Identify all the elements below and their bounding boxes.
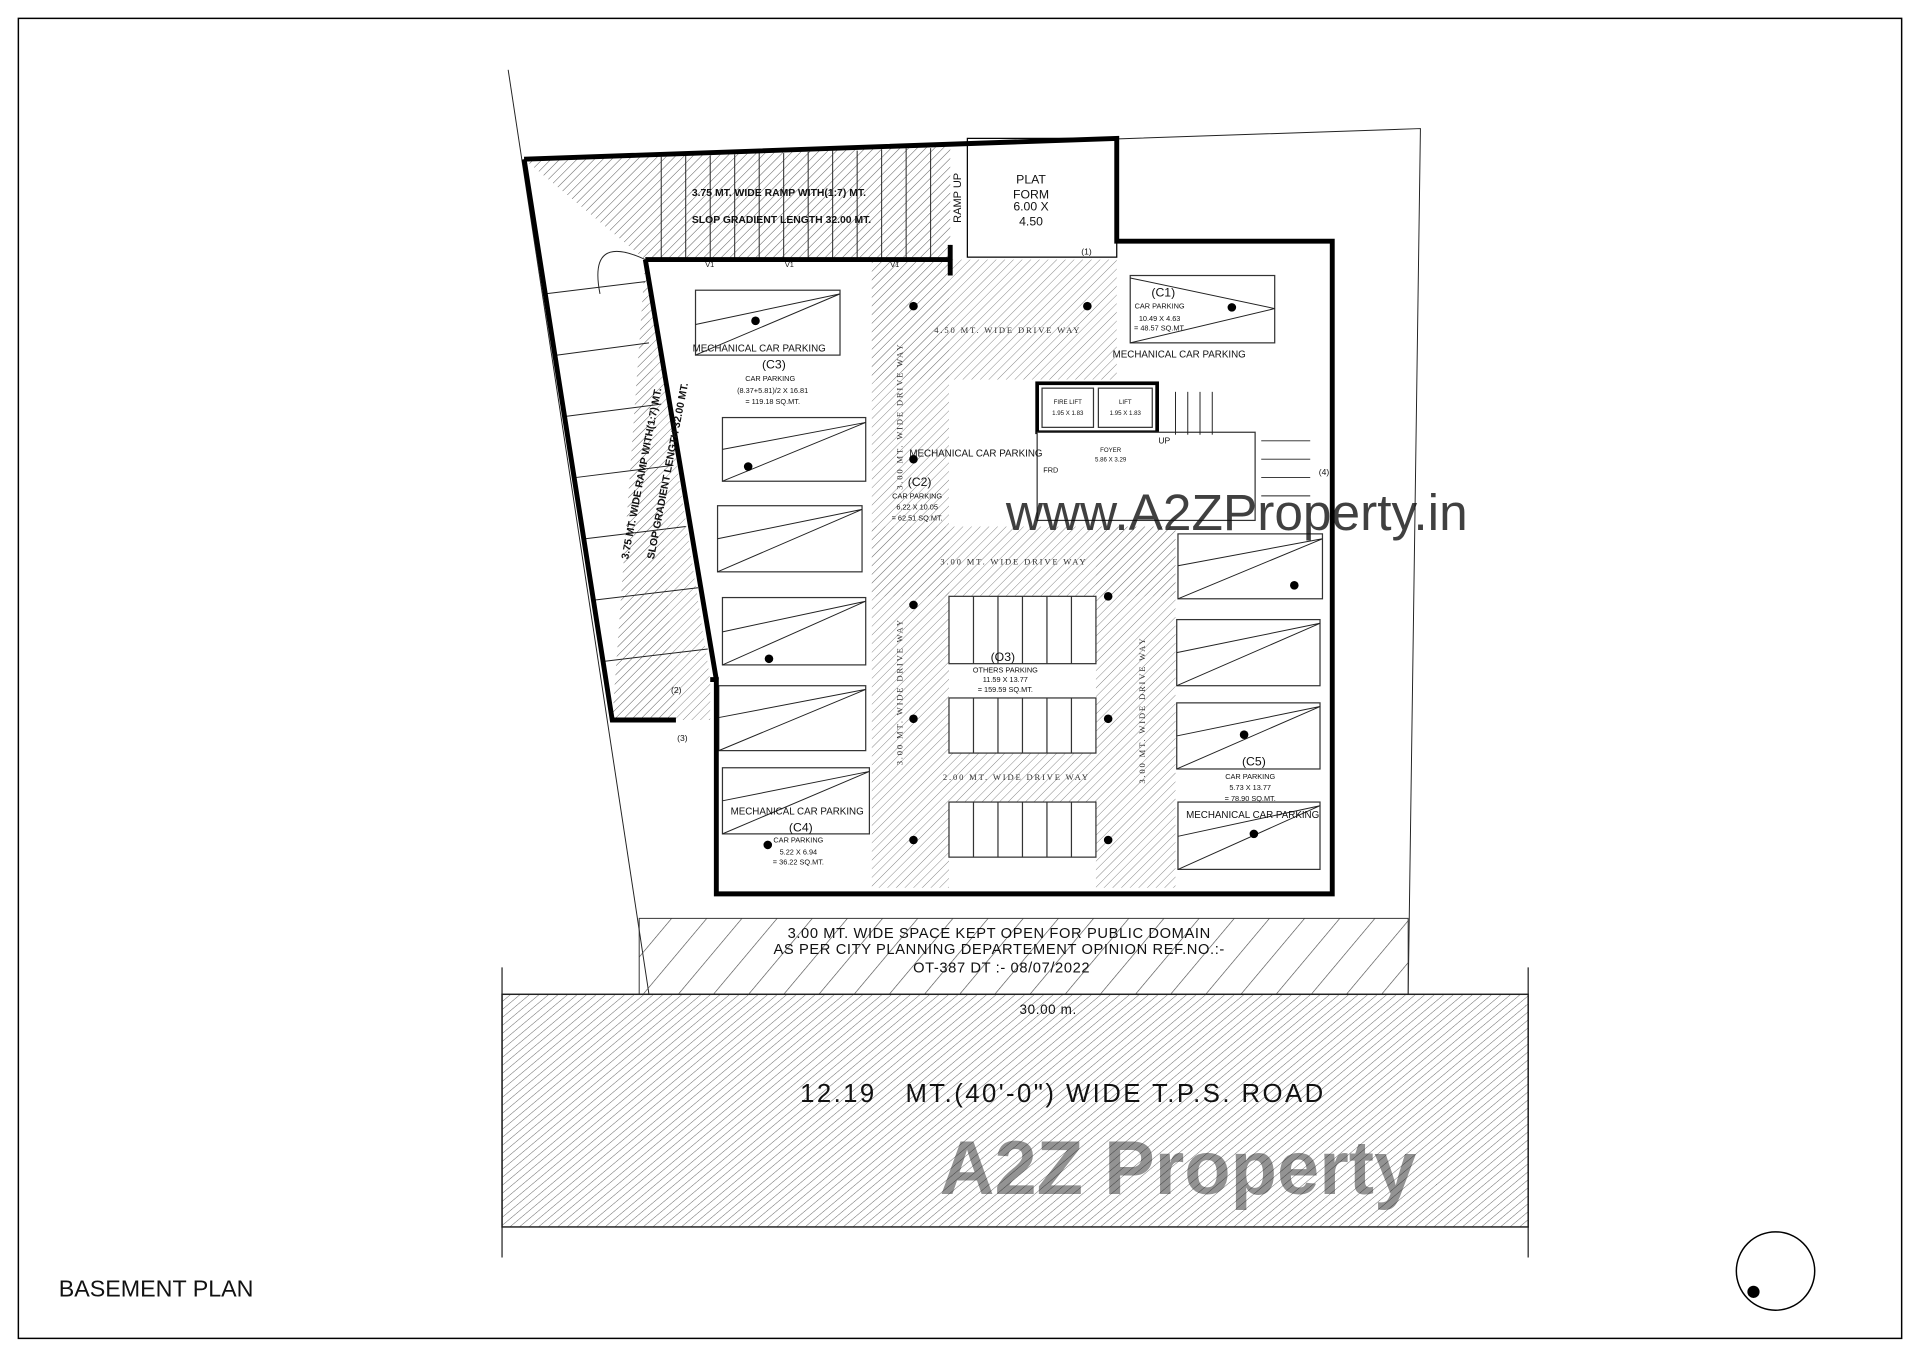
ramp-top-line2: SLOP GRADIENT LENGTH 32.00 MT. xyxy=(692,215,871,226)
driveway-middle-label: 3.00 MT. WIDE DRIVE WAY xyxy=(940,556,1087,566)
watermark-logo: A2Z Property xyxy=(940,1126,1417,1211)
foyer-dims: 5.86 X 3.29 xyxy=(1095,457,1127,464)
mech-parking-label: MECHANICAL CAR PARKING xyxy=(1113,350,1246,361)
c3-label: CAR PARKING xyxy=(745,374,795,383)
c1-area: = 48.57 SQ.MT. xyxy=(1134,324,1185,333)
c2-area: = 62.51 SQ.MT. xyxy=(892,513,943,522)
ramp-up-label: RAMP UP xyxy=(952,173,964,223)
page-title: BASEMENT PLAN xyxy=(59,1276,254,1302)
v1-label: V1 xyxy=(705,260,714,269)
driveway-center xyxy=(948,753,1096,803)
foyer-label: FOYER xyxy=(1100,447,1122,454)
c1-dims: 10.49 X 4.63 xyxy=(1139,314,1181,323)
frontage-dimension: 30.00 m. xyxy=(1020,1002,1077,1017)
watermark-url: www.A2ZProperty.in xyxy=(1005,483,1468,541)
public-domain-line2: AS PER CITY PLANNING DEPARTEMENT OPINION… xyxy=(773,942,1224,958)
stair-up-label: UP xyxy=(1158,435,1170,445)
building-walls xyxy=(521,135,1335,897)
fire-lift-label: FIRE LIFT xyxy=(1054,399,1082,406)
north-arrow-icon xyxy=(1735,1231,1816,1311)
platform-line1: PLAT xyxy=(1016,173,1046,187)
platform-line4: 4.50 xyxy=(1019,214,1043,228)
driveway-top-label: 4.50 MT. WIDE DRIVE WAY xyxy=(934,325,1081,335)
driveway-center-label: 2.00 MT. WIDE DRIVE WAY xyxy=(943,772,1090,782)
columns xyxy=(743,301,1299,850)
o3-area: = 159.59 SQ.MT. xyxy=(978,685,1033,694)
v1-label: V1 xyxy=(890,260,899,269)
marker-2: (2) xyxy=(671,685,682,695)
c5-dims: 5.73 X 13.77 xyxy=(1229,783,1271,792)
platform-line2: FORM xyxy=(1013,187,1049,201)
c3-dims: (8.37+5.81)/2 X 16.81 xyxy=(737,386,808,395)
c2-label: CAR PARKING xyxy=(892,491,942,500)
marker-1: (1) xyxy=(1081,247,1092,257)
o3-dims: 11.59 X 13.77 xyxy=(983,675,1028,684)
driveway-top xyxy=(871,259,1117,380)
c4-dims: 5.22 X 6.94 xyxy=(780,848,818,857)
c3-area: = 119.18 SQ.MT. xyxy=(745,397,800,406)
c4-label: CAR PARKING xyxy=(773,835,823,844)
c2-id: (C2) xyxy=(908,475,932,489)
mech-parking-label: MECHANICAL CAR PARKING xyxy=(1186,810,1319,821)
driveway-left-lower-label: 3.00 MT. WIDE DRIVE WAY xyxy=(894,618,904,765)
mech-parking-label: MECHANICAL CAR PARKING xyxy=(731,806,864,817)
marker-3: (3) xyxy=(677,733,688,743)
o3-id: (O3) xyxy=(991,650,1015,664)
driveway-right-label: 3.00 MT. WIDE DRIVE WAY xyxy=(1137,637,1147,784)
c5-label: CAR PARKING xyxy=(1225,772,1275,781)
o3-label: OTHERS PARKING xyxy=(973,665,1038,674)
platform-line3: 6.00 X xyxy=(1013,200,1048,214)
c3-id: (C3) xyxy=(762,358,786,372)
parking-bays xyxy=(694,274,1324,871)
c1-id: (C1) xyxy=(1151,285,1175,299)
ramp-left xyxy=(524,159,711,721)
c4-id: (C4) xyxy=(789,820,813,834)
c4-area: = 36.22 SQ.MT. xyxy=(773,857,824,866)
public-domain-line3: OT-387 DT :- 08/07/2022 xyxy=(913,960,1090,976)
mech-parking-label: MECHANICAL CAR PARKING xyxy=(909,449,1042,460)
lift-dims: 1.95 X 1.83 xyxy=(1110,410,1142,417)
platform xyxy=(966,137,1118,258)
public-domain-band xyxy=(638,917,1409,995)
c2-dims: 6.22 X 10.05 xyxy=(896,502,938,511)
c5-id: (C5) xyxy=(1242,754,1266,768)
c5-area: = 78.90 SQ.MT. xyxy=(1225,794,1276,803)
public-domain-line1: 3.00 MT. WIDE SPACE KEPT OPEN FOR PUBLIC… xyxy=(788,926,1211,942)
sheet-border xyxy=(17,17,1903,1340)
ramp-top-line1: 3.75 MT. WIDE RAMP WITH(1:7) MT. xyxy=(692,188,866,199)
c1-label: CAR PARKING xyxy=(1135,302,1185,311)
lift-label: LIFT xyxy=(1119,399,1132,406)
driveway-left-label: 3.00 MT. WIDE DRIVE WAY xyxy=(894,343,904,490)
mech-parking-label: MECHANICAL CAR PARKING xyxy=(693,343,826,354)
core xyxy=(1035,381,1311,522)
fire-lift-dims: 1.95 X 1.83 xyxy=(1052,410,1084,417)
frd-label: FRD xyxy=(1043,466,1058,475)
driveway-right xyxy=(1095,526,1176,888)
marker-4: (4) xyxy=(1319,467,1330,477)
v1-label: V1 xyxy=(785,260,794,269)
road-label: 12.19 MT.(40'-0") WIDE T.P.S. ROAD xyxy=(800,1080,1325,1108)
central-stacks xyxy=(948,595,1097,858)
